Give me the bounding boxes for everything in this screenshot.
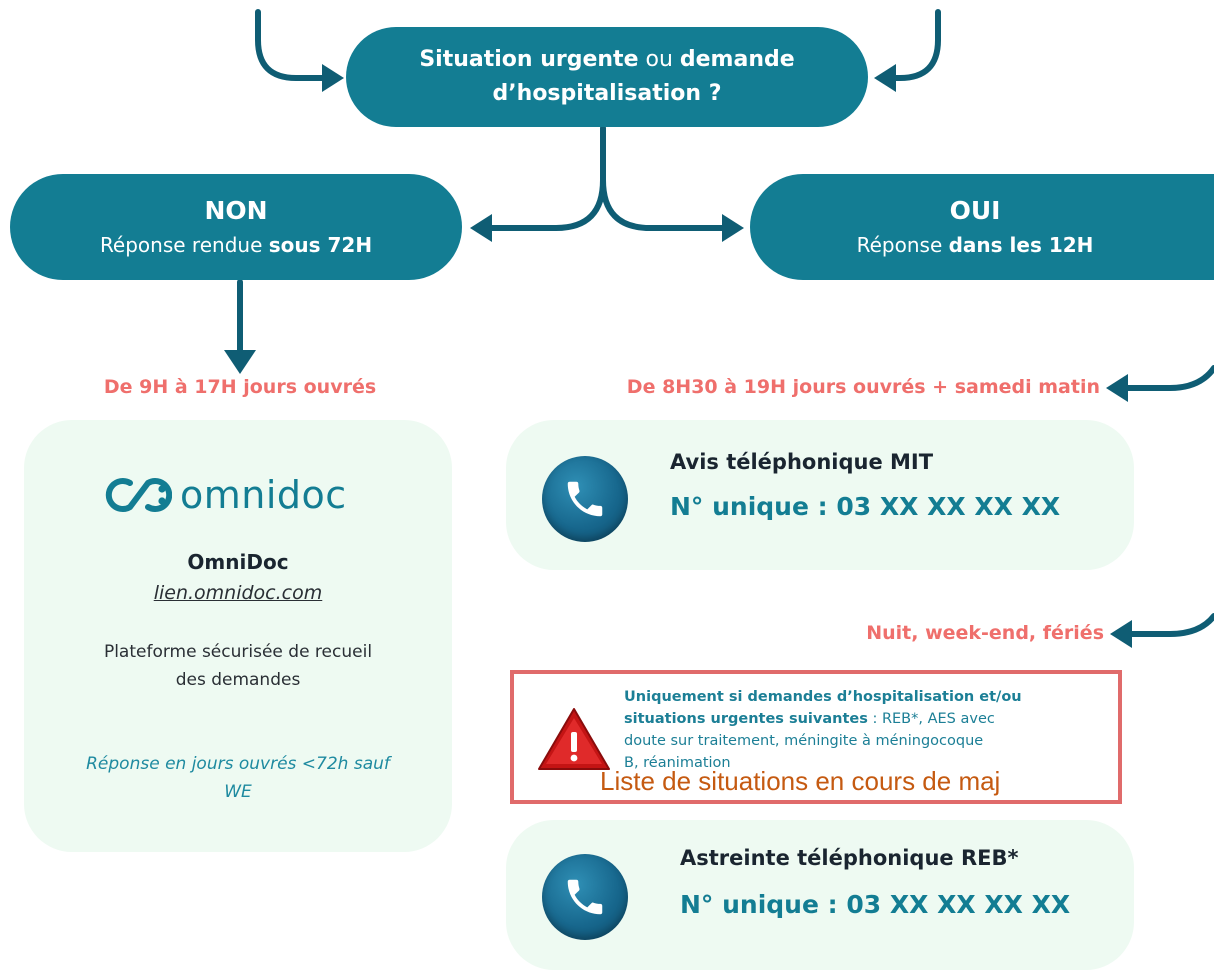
warning-overlay-note: Liste de situations en cours de maj (600, 766, 1001, 796)
arrowhead-oui (722, 214, 744, 242)
warning-text: Uniquement si demandes d’hospitalisation… (624, 689, 1022, 771)
phone-icon (542, 456, 628, 542)
warning-box: Uniquement si demandes d’hospitalisation… (510, 670, 1122, 804)
night-hours-label: Nuit, week-end, fériés (866, 622, 1104, 644)
day-call-title: Avis téléphonique MIT (670, 450, 934, 474)
omnidoc-logo: omnidoc (100, 470, 390, 520)
connector-day-in (1117, 365, 1214, 391)
warning-triangle-icon (538, 708, 610, 770)
arrowhead-question-right (874, 64, 896, 92)
oui-node: OUI Réponse dans les 12H (750, 174, 1214, 280)
omnidoc-response-note: Réponse en jours ouvrés <72h sauf WE (86, 754, 390, 802)
arrowhead-night (1110, 620, 1132, 648)
omnidoc-description: Plateforme sécurisée de recueil des dema… (103, 642, 373, 690)
omnidoc-link[interactable]: lien.omnidoc.com (153, 582, 323, 604)
omnidoc-name: OmniDoc (187, 550, 289, 574)
connector-night-in (1121, 613, 1214, 637)
non-node: NON Réponse rendue sous 72H (10, 174, 462, 280)
night-call-number: N° unique : 03 XX XX XX XX (680, 890, 1071, 919)
left-hours-label: De 9H à 17H jours ouvrés (103, 376, 377, 398)
non-title: NON (204, 196, 268, 225)
day-call-number: N° unique : 03 XX XX XX XX (670, 492, 1061, 521)
omnidoc-logo-text: omnidoc (180, 473, 347, 517)
omnidoc-logo-icon (105, 478, 172, 512)
connector-top-right (879, 9, 941, 81)
oui-title: OUI (949, 196, 1001, 225)
connector-top-left (255, 9, 339, 81)
non-subtitle: Réponse rendue sous 72H (99, 233, 373, 257)
arrowhead-question-left (322, 64, 344, 92)
night-call-card: Astreinte téléphonique REB* N° unique : … (506, 820, 1134, 970)
question-line-1: Situation urgente ou demande (419, 47, 795, 72)
arrowhead-non (470, 214, 492, 242)
omnidoc-card: omnidoc OmniDoc lien.omnidoc.com Platefo… (24, 420, 452, 852)
question-node: Situation urgente ou demande d’hospitali… (346, 27, 868, 127)
connector-to-non (477, 125, 606, 231)
day-hours-label: De 8H30 à 19H jours ouvrés + samedi mati… (626, 376, 1100, 398)
night-call-title: Astreinte téléphonique REB* (680, 846, 1019, 870)
arrowhead-day (1106, 374, 1128, 402)
oui-subtitle: Réponse dans les 12H (856, 233, 1094, 257)
question-line-2: d’hospitalisation ? (492, 81, 722, 106)
phone-icon (542, 854, 628, 940)
arrowhead-non-down (224, 350, 256, 374)
day-call-card: Avis téléphonique MIT N° unique : 03 XX … (506, 420, 1134, 570)
connector-to-oui (600, 177, 735, 231)
